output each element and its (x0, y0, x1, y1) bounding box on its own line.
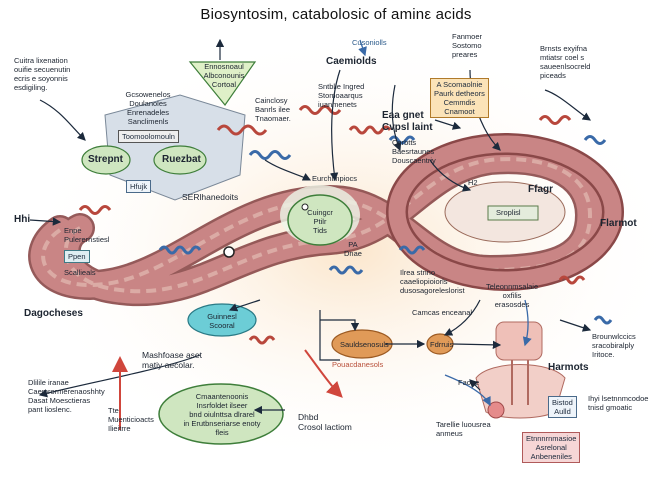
pa-dnae-label: PA Dnae (344, 240, 362, 258)
pos-right-label: Fdrruis (430, 340, 454, 349)
enpe-label: Enpe Pulerernstiesl (64, 226, 110, 244)
diagram-title: Biosyntosim, catabolosic of aminε acids (200, 6, 472, 23)
top-blue-label: Cusoniolls (352, 38, 387, 47)
bottom-green-node (158, 383, 284, 445)
shield-stack: Gcsowenelos Doulanoles Enrenadeles Sancl… (125, 90, 171, 126)
top-right-small: Fanmoer Sostomo preares (452, 32, 483, 59)
right-mid-label: Ilrea stnno caaeliopioiorls dusosagorele… (400, 268, 465, 295)
caindosy-label: Cainclosy Banrls ilee Tnaomaer. (255, 96, 291, 123)
strepnt-label: Strepnt (88, 154, 123, 165)
top-right-note: Brnsts exyifna mtiatsr coel s saueenlsoc… (540, 44, 591, 80)
h2-label: H2 (468, 178, 478, 187)
regulation-arrows (112, 349, 343, 430)
hfujk-box: Hfujk (126, 180, 152, 193)
caemiolds-sub: Sntblle Ingred Stomoaarqus iuanmenets (318, 82, 365, 109)
small-circle (301, 203, 309, 211)
bottom-left2-label: Tte Muenticioacts Ilieitrre (108, 406, 154, 433)
camcas-label: Camcas enceanal (412, 308, 473, 317)
gray-compartment (81, 94, 246, 201)
pink-box: Etnnnrnmasioe Asrelonal Anbeneniles (522, 432, 581, 463)
ring-box-label: Sroplisl (496, 208, 521, 217)
orange-top-right-box: A Scomaolnie Paurk detheors Cemmdis Cnam… (430, 78, 489, 118)
serial-label: SERlhanedoits (182, 192, 239, 202)
flarmot-label: Flarmot (600, 218, 637, 229)
ring-box-bg (487, 205, 539, 221)
junction-circle (223, 246, 235, 258)
ring-mid-label: Eurchimpiocs (312, 174, 358, 183)
top-left-note: Cuitra lixenation ouifie secuenutin ecri… (14, 56, 71, 92)
cyan-node-label: Guinnesl Scooral (207, 312, 237, 330)
bottom-center-small: Tarellie luousrea anmeus (436, 420, 491, 438)
ruezbat-label: Ruezbat (162, 154, 201, 165)
center-green-label: Cuingcr Ptilr Tids (307, 208, 333, 235)
bottom-green-label: Cmaantenoonis Insrfoldet ilseer bnd oiul… (183, 392, 261, 437)
teleom-label: Teleonnmsalaie oxfilis erasosdes (486, 282, 539, 309)
pathway-arrows (29, 38, 592, 415)
ppe-box: Ppen (64, 250, 90, 263)
transport-arrows (358, 39, 532, 407)
harmots-label: Harmots (548, 362, 589, 373)
bottom-left-note: Dlilile iranae Caemrormerenaoshhty Dasat… (28, 378, 105, 414)
bottom-mid-label: Dhbd Crosol lactiom (298, 412, 352, 432)
triangle-label: Ennosnoaul Albconounis Cortoal (203, 62, 245, 89)
right-text-low: Ihyi lsetnnmcodoe tnisd gmoatic (588, 394, 649, 412)
tissue-figure (475, 321, 566, 419)
poracocts-label: Pouacdanesols (332, 360, 384, 369)
shield-box: Toomoolomouln (118, 130, 179, 143)
brownic-label: Brounwlccics sracobiralply Iritoce. (592, 332, 636, 359)
cyan-node (187, 303, 257, 337)
dagocheses-label: Dagocheses (24, 308, 83, 319)
hhi-label: Hhi (14, 214, 31, 225)
cerbtts-label: Cerbtts Baesrtaunes Douscaentriy (392, 138, 436, 165)
scallieals-label: Scallieals (64, 268, 96, 277)
faone-label: Faone (458, 378, 480, 387)
right-box: Bistod Aulld (548, 396, 577, 418)
metabolic-loop-band (28, 133, 624, 307)
triangle-node (188, 61, 257, 106)
protein-helices (78, 105, 613, 345)
ffagr-label: Ffagr (528, 184, 553, 195)
caemiolds-label: Caemiolds (326, 56, 377, 67)
sauld-label: Sauldsenosuls (340, 340, 389, 349)
eae-gnet-label: Eaa gnet Cvpsl laint (382, 110, 433, 133)
mashfoase-label: Mashfoase aset matiy aecolar. (142, 350, 203, 370)
